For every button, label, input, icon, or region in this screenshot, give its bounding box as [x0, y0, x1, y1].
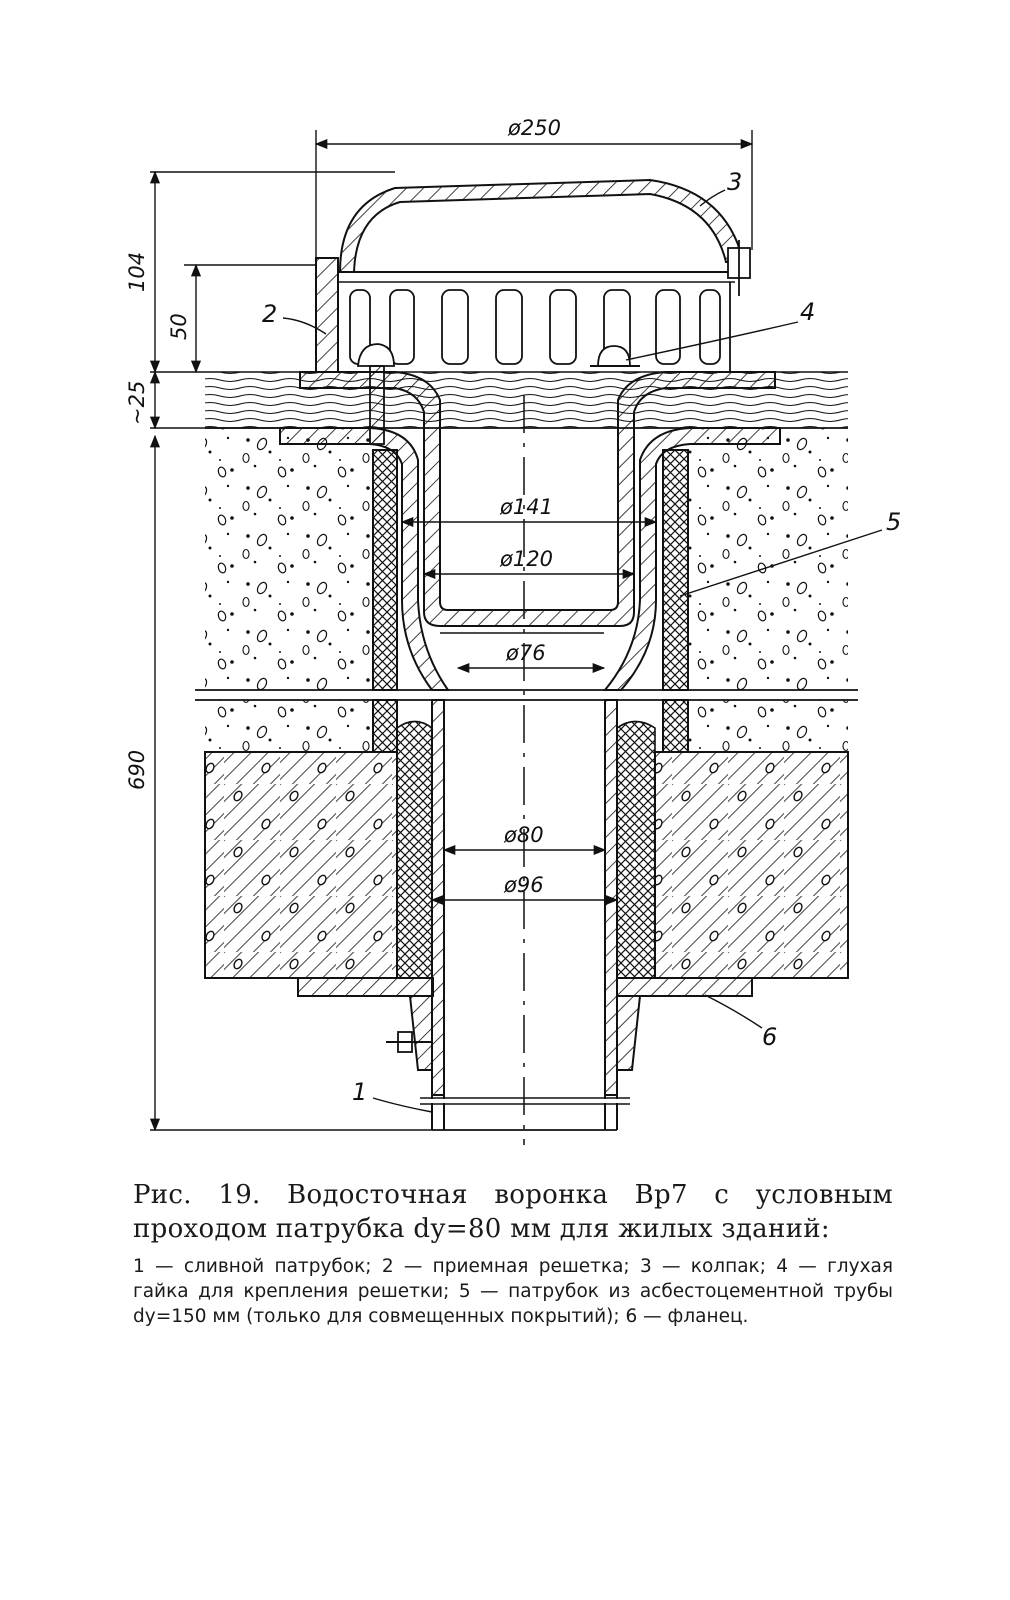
- dim-76: ø76: [505, 641, 546, 665]
- label-part-4: 4: [800, 298, 815, 326]
- label-part-2: 2: [262, 300, 277, 328]
- dim-250: ø250: [507, 116, 561, 140]
- flange: [297, 977, 753, 1071]
- label-part-6: 6: [762, 1023, 777, 1051]
- drain-pipe: [420, 699, 630, 1131]
- dim-120: ø120: [499, 547, 553, 571]
- dimension-lines: [149, 130, 754, 1132]
- label-part-3: 3: [727, 168, 742, 196]
- dim-96: ø96: [503, 873, 544, 897]
- caption-title: Рис. 19. Водосточная воронка Вр7 с услов…: [133, 1180, 893, 1244]
- break-line: [195, 689, 858, 701]
- asbestos-cement-pipe: [372, 449, 689, 753]
- sealant-fill: [396, 720, 656, 979]
- cap: [338, 178, 751, 296]
- leader-lines: [282, 189, 883, 1113]
- dim-50: 50: [167, 313, 191, 340]
- drain-funnel-drawing: ø250 ø141 ø120 ø76 ø80 ø96 104 50 ~25 69…: [125, 116, 901, 1145]
- label-part-5: 5: [886, 508, 901, 536]
- dim-25: ~25: [125, 381, 149, 425]
- dim-690: 690: [125, 750, 149, 790]
- dim-80: ø80: [503, 823, 544, 847]
- funnel-body: [279, 371, 781, 691]
- concrete-slab: [204, 751, 849, 979]
- label-part-1: 1: [352, 1078, 367, 1106]
- dim-104: 104: [125, 252, 149, 292]
- insulation-layer: [205, 427, 848, 752]
- receiving-grid: [315, 257, 735, 373]
- dim-141: ø141: [499, 495, 553, 519]
- figure-caption: Рис. 19. Водосточная воронка Вр7 с услов…: [133, 1178, 893, 1329]
- caption-legend: 1 — сливной патрубок; 2 — приемная решет…: [133, 1256, 893, 1327]
